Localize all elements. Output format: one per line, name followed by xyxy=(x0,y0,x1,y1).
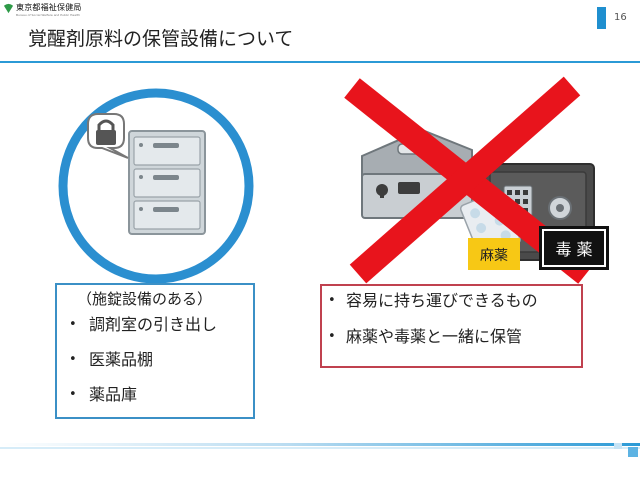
unacceptable-storage-box: •容易に持ち運びできるもの •麻薬や毒薬と一緒に保管 xyxy=(320,284,583,368)
org-logo: 東京都福祉保健局 Bureau of Social Welfare and Pu… xyxy=(3,3,82,17)
list-item: •調剤室の引き出し xyxy=(69,315,218,334)
prohibited-storage-icon: 麻薬 毒 薬 xyxy=(344,76,609,284)
list-item: •薬品庫 xyxy=(69,385,138,404)
dokuyaku-label: 毒 薬 xyxy=(555,240,592,259)
tokyo-ginkgo-icon xyxy=(3,3,14,14)
list-item: •医薬品棚 xyxy=(69,350,154,369)
mayaku-label: 麻薬 xyxy=(480,248,508,264)
title-divider xyxy=(0,61,640,63)
bullet-icon: • xyxy=(69,352,77,367)
acceptable-storage-heading: （施錠設備のある） xyxy=(77,290,213,308)
bullet-icon: • xyxy=(328,293,336,308)
bullet-icon: • xyxy=(69,387,77,402)
org-name-english: Bureau of Social Welfare and Public Heal… xyxy=(16,13,80,17)
acceptable-storage-box: （施錠設備のある） •調剤室の引き出し •医薬品棚 •薬品庫 xyxy=(55,283,255,419)
locked-cabinet-icon xyxy=(58,88,254,284)
org-name: 東京都福祉保健局 xyxy=(16,3,82,12)
page-number-marker xyxy=(597,7,606,29)
bullet-icon: • xyxy=(328,329,336,344)
unacceptable-storage-list: •容易に持ち運びできるもの •麻薬や毒薬と一緒に保管 xyxy=(328,290,581,348)
acceptable-storage-list: •調剤室の引き出し •医薬品棚 •薬品庫 xyxy=(69,314,253,406)
list-item: •容易に持ち運びできるもの xyxy=(328,291,538,310)
page-number: 16 xyxy=(614,12,627,23)
page-title: 覚醒剤原料の保管設備について xyxy=(28,28,294,50)
footer-band xyxy=(0,443,640,457)
bullet-icon: • xyxy=(69,317,77,332)
list-item: •麻薬や毒薬と一緒に保管 xyxy=(328,327,523,346)
